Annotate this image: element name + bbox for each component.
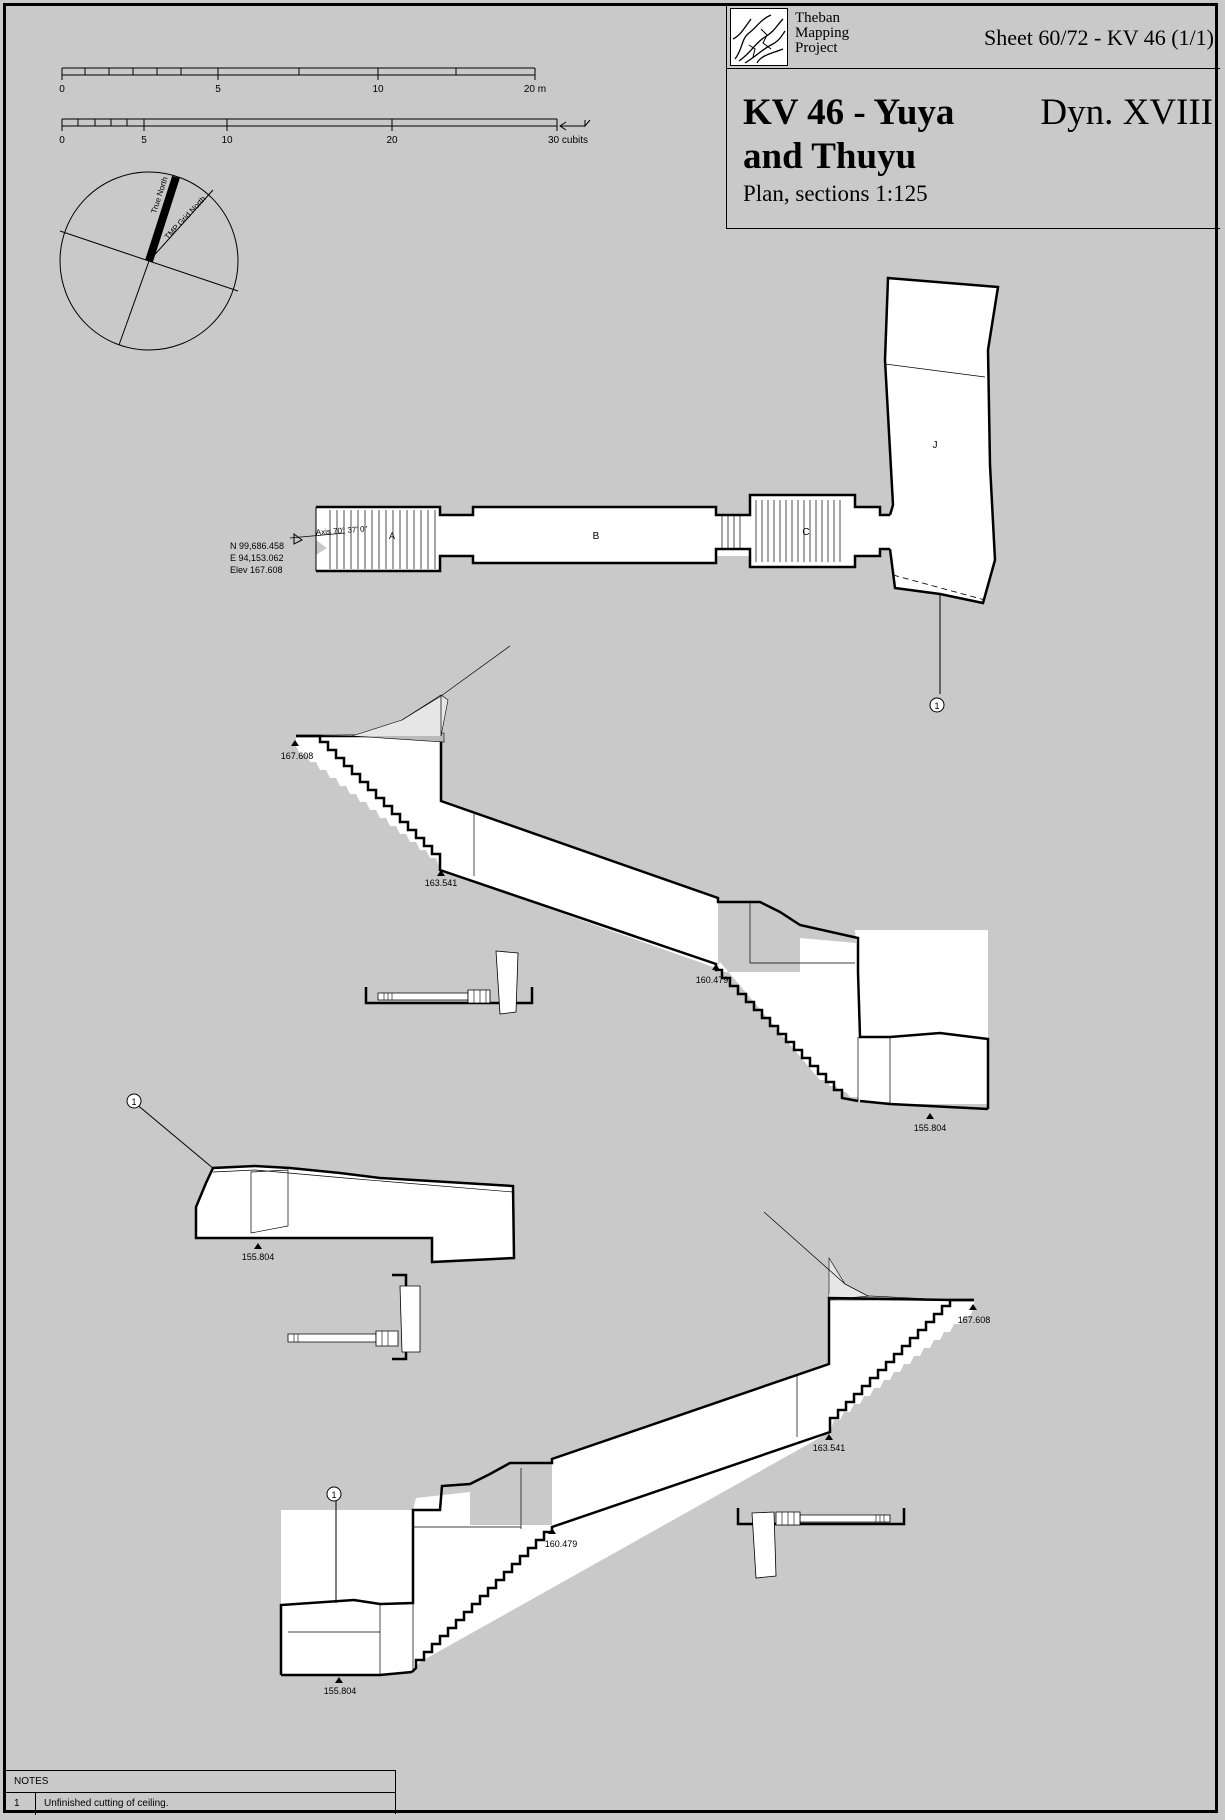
notes-row: 1 Unfinished cutting of ceiling. (6, 1793, 395, 1815)
key-plan-2 (287, 1273, 421, 1361)
sheet-id: Sheet 60/72 - KV 46 (1/1) (984, 25, 1214, 50)
section2-elev-1: 155.804 (242, 1252, 275, 1262)
notes-heading: NOTES (6, 1771, 395, 1793)
sheet-frame (3, 3, 1218, 1813)
note-text: Unfinished cutting of ceiling. (44, 1798, 169, 1809)
cubit-tick-10: 10 (221, 135, 233, 146)
coord-east: E 94,153.062 (230, 553, 284, 563)
plan-stairs-c (721, 500, 841, 562)
section2-note-ref: 1 (131, 1097, 136, 1107)
datum-marker-icon (293, 533, 303, 545)
note-number: 1 (6, 1793, 36, 1815)
cubit-tick-20: 20 (386, 135, 398, 146)
section3-elev-3: 160.479 (545, 1539, 578, 1549)
plan-stairs-a (329, 510, 436, 569)
key-plan-1 (364, 950, 534, 1015)
meter-tick-20: 20 m (524, 84, 546, 95)
tomb-title: KV 46 - Yuya and Thuyu Dyn. XVIII (743, 91, 1213, 179)
meter-tick-10: 10 (372, 84, 384, 95)
elevation-marker-icon (335, 1677, 343, 1683)
elevation-marker-icon (291, 740, 299, 746)
cubit-tick-5: 5 (141, 135, 147, 146)
elevation-marker-icon (712, 964, 720, 970)
dynasty-label: Dyn. XVIII (1040, 92, 1213, 133)
elevation-marker-icon (969, 1304, 977, 1310)
section1-elev-2: 163.541 (425, 878, 458, 888)
logo-line-1: Theban (795, 10, 840, 26)
plan-label-a: A (389, 531, 395, 541)
section-transverse: 1 155.804 (126, 1093, 516, 1264)
meter-tick-5: 5 (215, 84, 221, 95)
coord-north: N 99,686.458 (230, 541, 284, 551)
section3-elev-2: 163.541 (813, 1443, 846, 1453)
section-longitudinal-2: 1 167.608 163.541 160.479 155.804 (279, 1211, 991, 1696)
tomb-plan: 1 A B C J Axis 70° 37' 0" N 99,686.458 E… (230, 276, 1000, 713)
elevation-marker-icon (926, 1113, 934, 1119)
coord-elev: Elev 167.608 (230, 565, 283, 575)
tmp-logo-icon (730, 8, 788, 66)
section3-note-ref: 1 (331, 1490, 336, 1500)
cubit-scale-bar: 0 5 10 20 30 cubits (59, 118, 591, 146)
plan-subtitle: Plan, sections 1:125 (743, 181, 928, 206)
plan-axis-label: Axis 70° 37' 0" (316, 524, 368, 537)
section3-elev-4: 155.804 (324, 1686, 357, 1696)
title-line-1: KV 46 - Yuya (743, 92, 955, 133)
elevation-marker-icon (825, 1434, 833, 1440)
meter-tick-0: 0 (59, 84, 65, 95)
plan-note-ref: 1 (934, 701, 939, 711)
meter-scale-bar: 0 5 10 20 m (59, 67, 546, 95)
elevation-marker-icon (254, 1243, 262, 1249)
section-longitudinal-1: 167.608 163.541 160.479 155.804 (281, 645, 990, 1133)
title-block: Theban Mapping Project Sheet 60/72 - KV … (726, 5, 1220, 229)
title-block-header: Theban Mapping Project Sheet 60/72 - KV … (727, 5, 1220, 69)
plan-label-j: J (933, 440, 938, 451)
cubit-tick-30: 30 cubits (548, 135, 588, 146)
elevation-marker-icon (548, 1528, 556, 1534)
title-line-2: and Thuyu (743, 136, 917, 177)
plan-label-c: C (802, 527, 809, 538)
logo-text: Theban Mapping Project (795, 11, 885, 56)
section1-elev-1: 167.608 (281, 751, 314, 761)
key-plan-3 (736, 1508, 906, 1579)
plan-label-b: B (593, 531, 600, 542)
section1-elev-3: 160.479 (696, 975, 729, 985)
section1-elev-4: 155.804 (914, 1123, 947, 1133)
cubit-tick-0: 0 (59, 135, 65, 146)
elevation-marker-icon (437, 870, 445, 876)
section3-elev-1: 167.608 (958, 1315, 991, 1325)
logo-line-2: Mapping (795, 25, 850, 41)
notes-table: NOTES 1 Unfinished cutting of ceiling. (6, 1770, 396, 1815)
north-compass-icon: True North TMP Grid North (59, 171, 239, 351)
logo-line-3: Project (795, 40, 838, 56)
